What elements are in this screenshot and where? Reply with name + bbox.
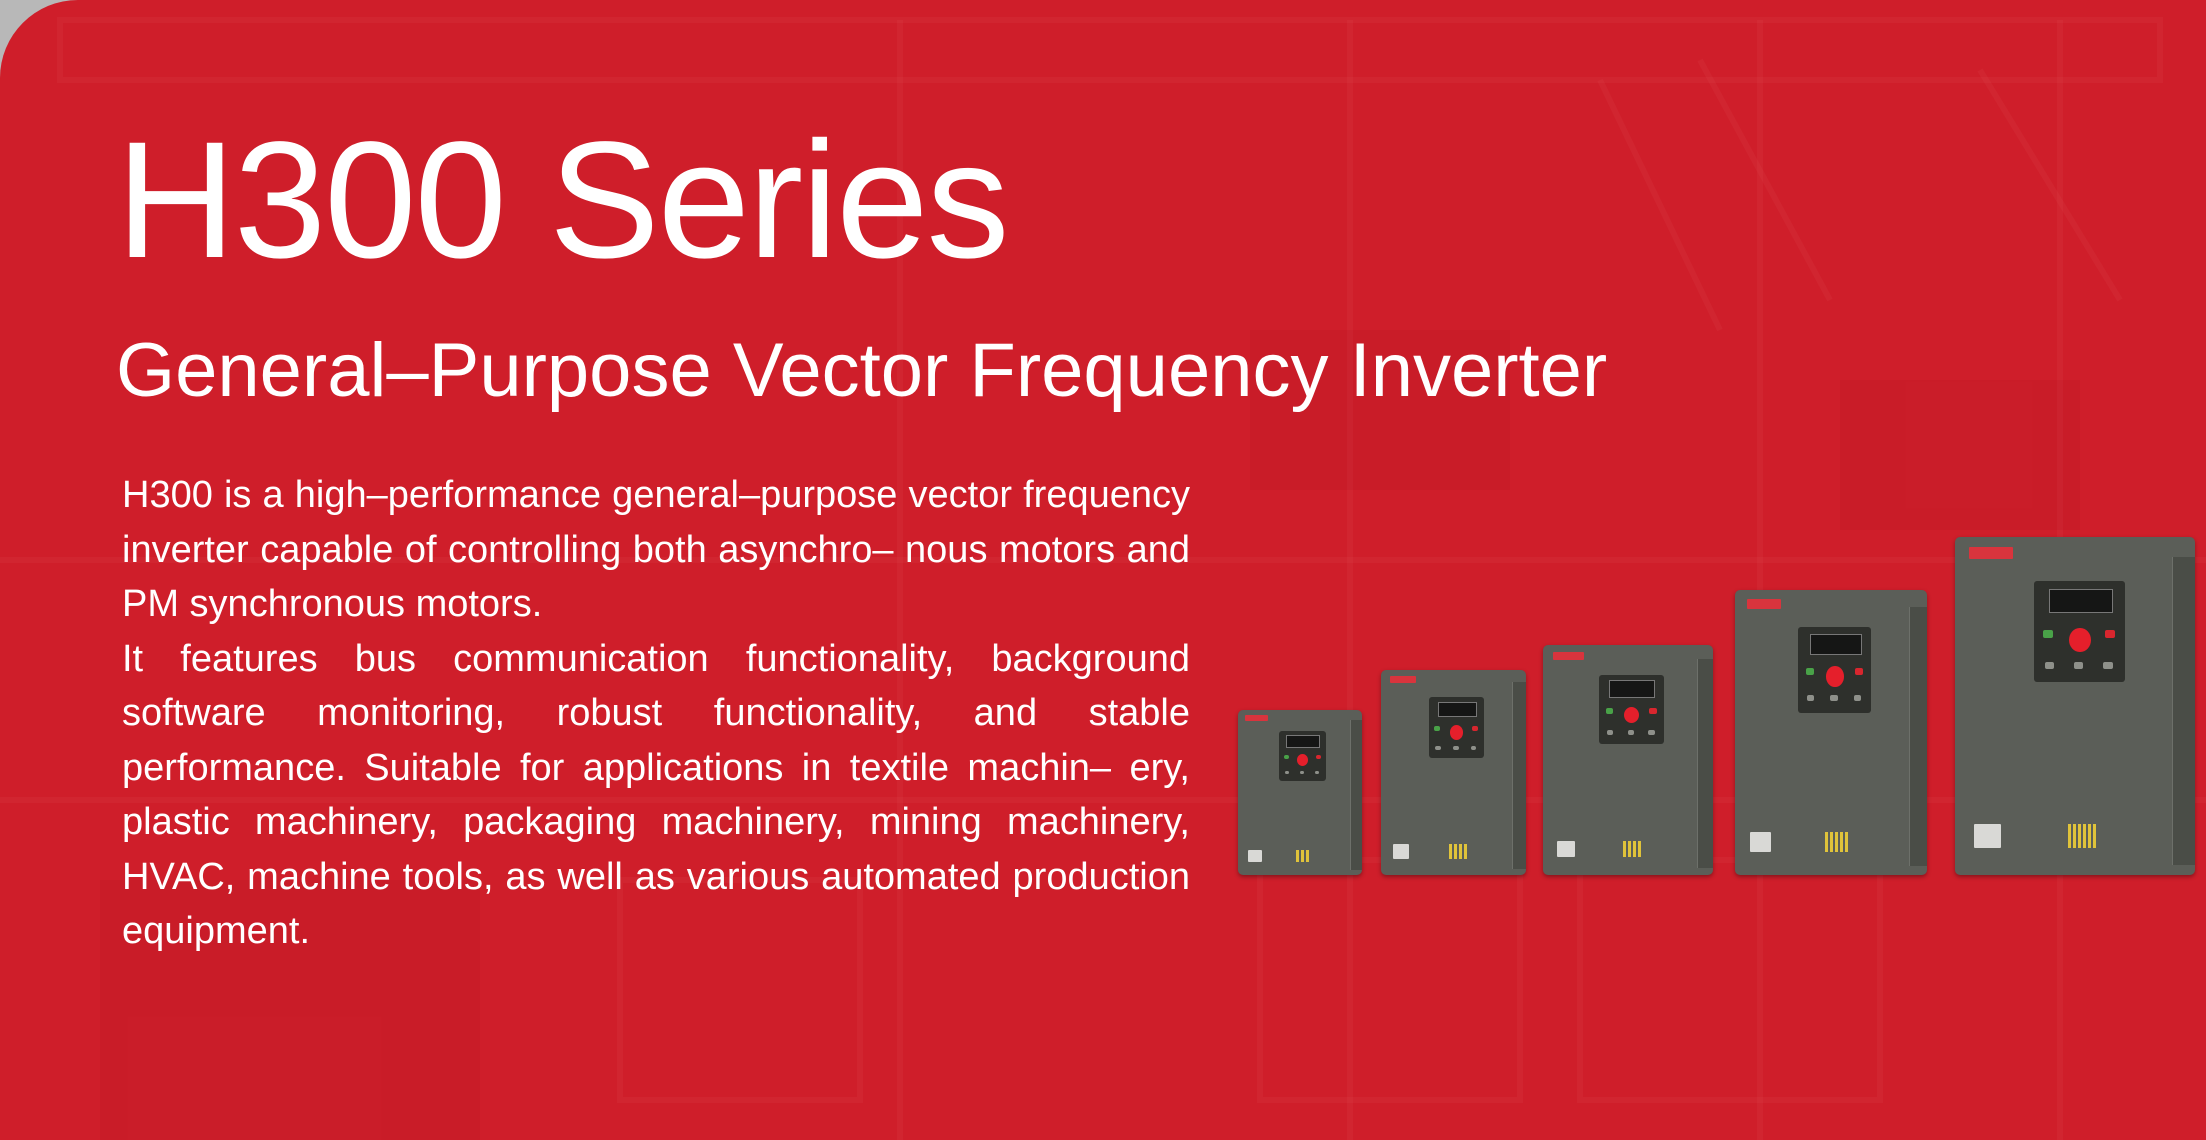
description-paragraph-2: It features bus communication functional…: [122, 637, 1190, 953]
inverter-image-2: [1381, 670, 1526, 875]
inverter-image-4: [1735, 590, 1927, 875]
inverter-image-3: [1543, 645, 1713, 875]
page-title: H300 Series: [116, 108, 1009, 293]
inverter-image-5: [1955, 537, 2195, 875]
page-subtitle: General–Purpose Vector Frequency Inverte…: [116, 328, 1608, 413]
description-paragraph-1: H300 is a high–performance general–purpo…: [122, 474, 1190, 625]
product-lineup: [1238, 530, 2206, 875]
inverter-image-1: [1238, 710, 1362, 875]
product-description: H300 is a high–performance general–purpo…: [122, 468, 1190, 959]
